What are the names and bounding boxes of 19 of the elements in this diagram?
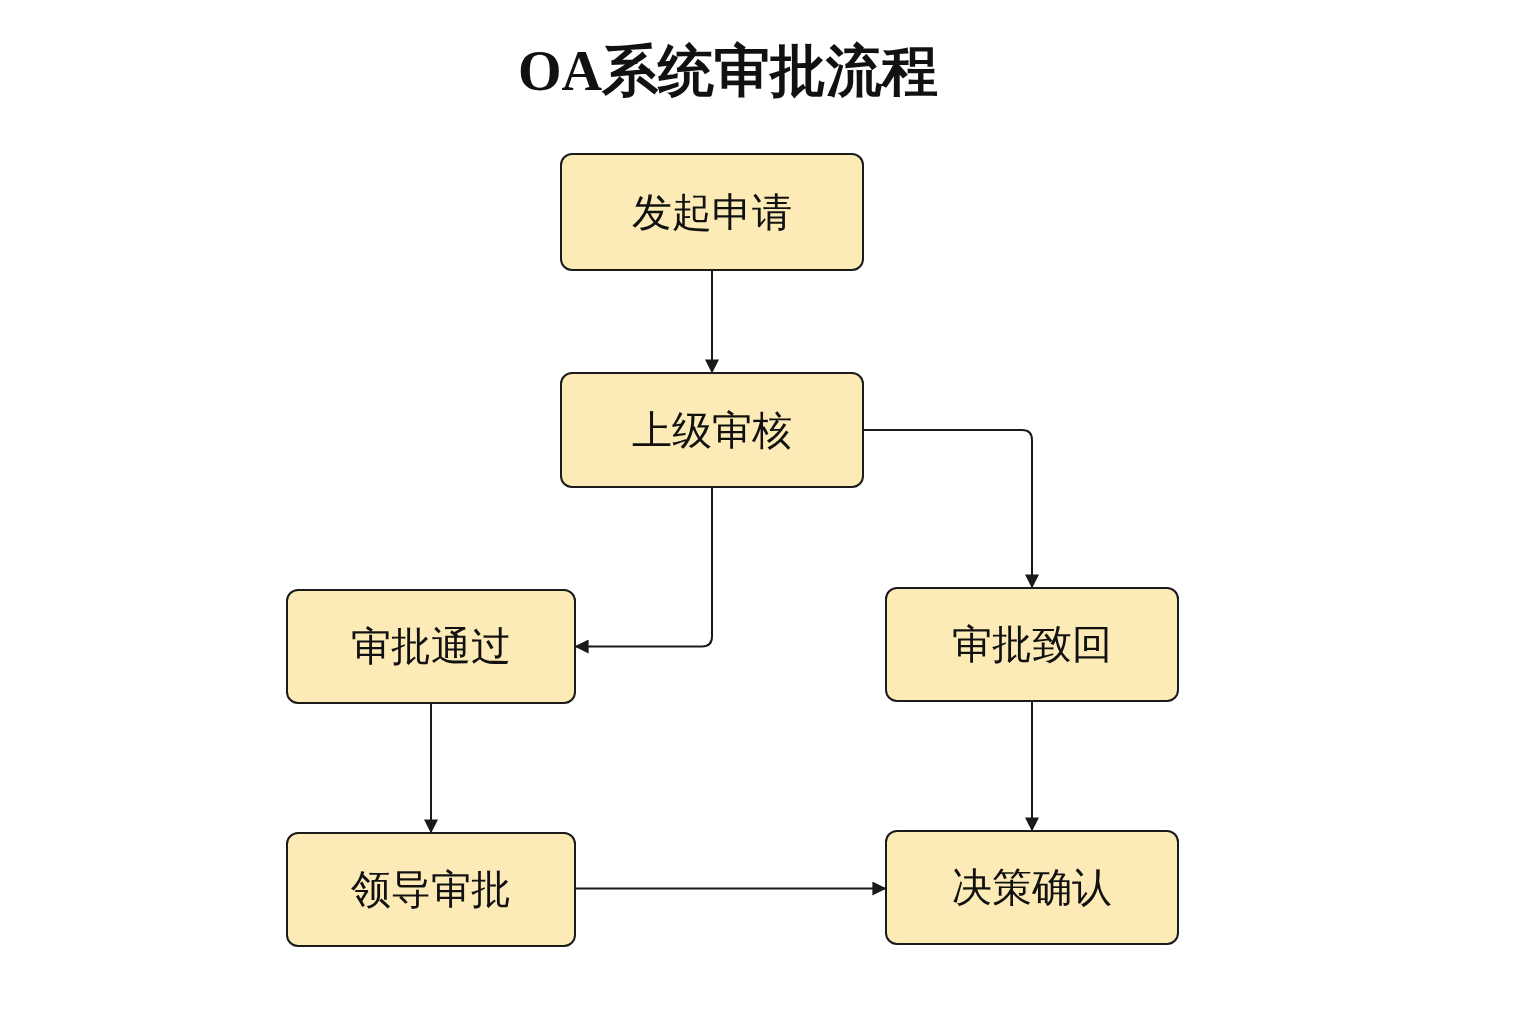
process-box <box>286 589 576 704</box>
node-label: 决策确认 <box>952 863 1112 912</box>
process-box <box>885 587 1179 702</box>
process-box <box>560 372 864 488</box>
process-box <box>885 830 1179 945</box>
arrow <box>424 703 438 834</box>
arrow <box>1025 701 1039 832</box>
node-label: 发起申请 <box>632 187 792 237</box>
arrow <box>705 270 719 374</box>
arrow <box>863 429 1039 589</box>
process-box <box>560 153 864 271</box>
node-label: 审批通过 <box>351 622 511 671</box>
node-label: 领导审批 <box>351 865 511 914</box>
node-label: 上级审核 <box>632 405 792 455</box>
arrow <box>575 881 887 896</box>
arrow <box>574 487 713 654</box>
diagram-title: OA系统审批流程 <box>517 39 939 104</box>
node-label: 审批致回 <box>952 620 1112 669</box>
process-box <box>286 832 576 947</box>
